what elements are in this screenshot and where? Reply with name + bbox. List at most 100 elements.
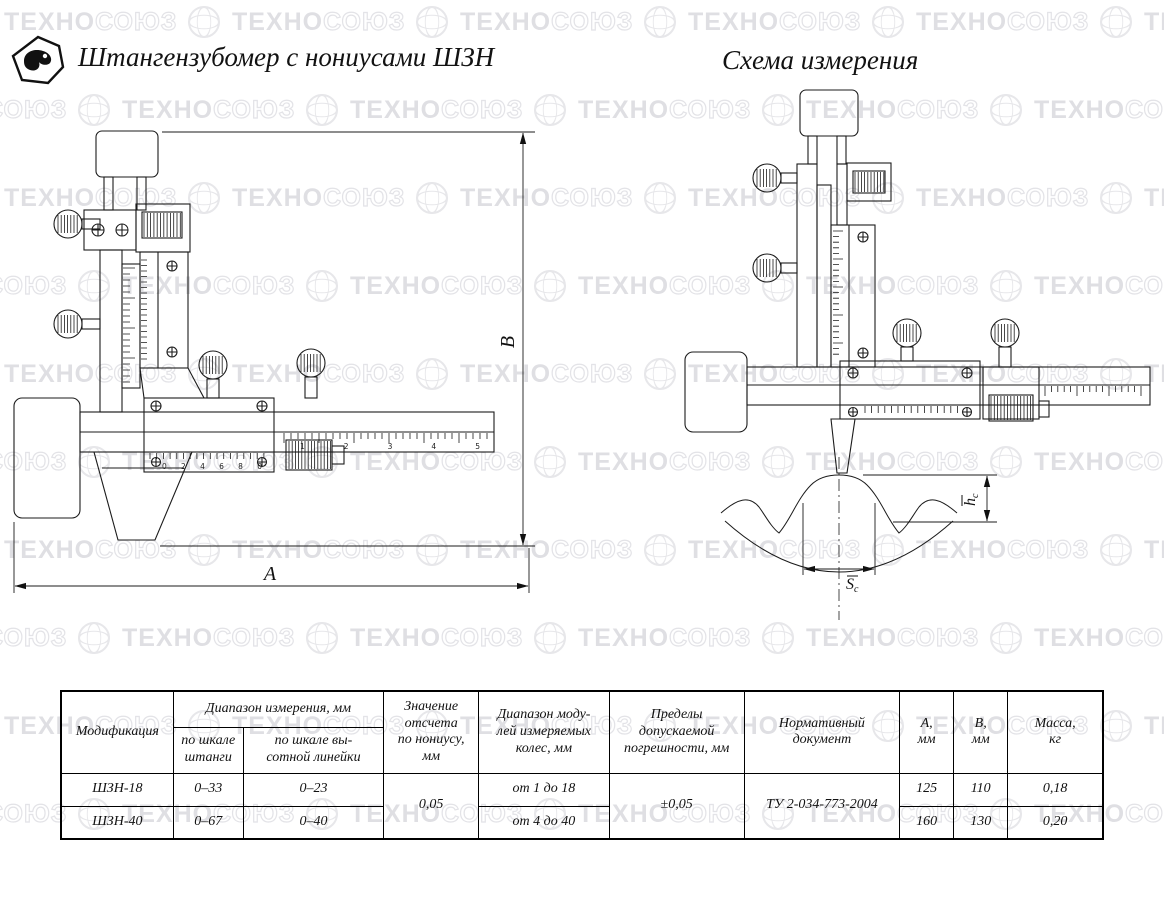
cell-range-height: 0–23 [242,772,385,807]
header-error-limits: Пределы допускаемой погрешности, мм [608,690,745,774]
clamp-knob-icon [752,253,798,283]
globe-icon [306,622,338,654]
globe-icon [644,358,676,390]
globe-icon [188,6,220,38]
globe-icon [872,6,904,38]
watermark-text: ТЕХНОСОЮЗ [232,183,406,212]
cell-dim-b: 110 [953,772,1009,807]
screw-icon [150,400,162,412]
beam-vernier-ticks [864,406,958,413]
screw-icon [857,347,869,359]
brand-logo-icon [11,35,65,85]
globe-icon [990,94,1022,126]
handle-block [684,351,748,433]
page-title-left: Штангензубомер с нониусами ШЗН [78,42,495,72]
cell-dim-a: 125 [899,772,955,807]
globe-icon [644,534,676,566]
watermark-unit: ТЕХНОСОЮЗ [762,270,990,302]
watermark-text: ТЕХНОСОЮЗ [1034,623,1164,652]
watermark-text: ТЕХНОСОЮЗ [688,535,862,564]
watermark-text: ТЕХНОСОЮЗ [232,535,406,564]
globe-icon [534,270,566,302]
watermark-unit: ТЕХНОСОЮЗ [644,182,872,214]
clamp-knob-icon [53,209,101,239]
watermark-unit: ТЕХНОСОЮЗ [78,94,306,126]
globe-icon [416,6,448,38]
watermark-unit: ТЕХНОСОЮЗ [1100,534,1164,566]
watermark-text: ТЕХНОСОЮЗ [0,447,68,476]
watermark-unit: ТЕХНОСОЮЗ [0,798,78,830]
cell-mass: 0,20 [1007,805,1104,840]
cell-error: ±0,05 [608,772,745,840]
watermark-unit: ТЕХНОСОЮЗ [416,182,644,214]
globe-icon [1100,6,1132,38]
watermark-unit: ТЕХНОСОЮЗ [78,622,306,654]
beam-scale-numbers: 1 2 3 4 5 [300,442,480,451]
globe-icon [872,182,904,214]
watermark-text: ТЕХНОСОЮЗ [460,359,634,388]
watermark-text: ТЕХНОСОЮЗ [232,7,406,36]
watermark-unit: ТЕХНОСОЮЗ [990,622,1164,654]
cell-modification: ШЗН-40 [60,805,174,840]
globe-icon [762,446,794,478]
measuring-jaw [93,451,193,541]
watermark-unit: ТЕХНОСОЮЗ [644,358,872,390]
header-range-height: по шкале вы- сотной линейки [242,726,385,774]
clamp-knob-icon [892,318,922,362]
watermark-unit: ТЕХНОСОЮЗ [306,270,534,302]
watermark-text: ТЕХНОСОЮЗ [122,271,296,300]
globe-icon [534,446,566,478]
watermark-text: ТЕХНОСОЮЗ [578,95,752,124]
watermark-unit: ТЕХНОСОЮЗ [644,534,872,566]
screw-icon [115,223,129,237]
watermark-unit: ТЕХНОСОЮЗ [416,534,644,566]
watermark-unit: ТЕХНОСОЮЗ [1100,182,1164,214]
clamp-knob-icon [53,309,101,339]
measuring-tongue [830,418,856,474]
measurement-scheme-drawing: Sc hc [684,89,1151,620]
watermark-unit: ТЕХНОСОЮЗ [872,6,1100,38]
globe-icon [306,270,338,302]
knurl-roller-hatch [143,213,181,237]
watermark-unit: ТЕХНОСОЮЗ [188,182,416,214]
globe-icon [306,94,338,126]
knurled-adjust-carriage [982,366,1050,422]
watermark-text: ТЕХНОСОЮЗ [350,271,524,300]
watermark-text: ТЕХНОСОЮЗ [1144,8,1164,36]
screw-icon [961,367,973,379]
globe-icon [78,446,110,478]
screw-icon [166,260,178,272]
watermark-text: ТЕХНОСОЮЗ [1034,271,1164,300]
header-mass: Масса, кг [1007,690,1104,774]
caliper-front-view-drawing: 1 2 3 4 5 0 2 4 6 8 0 A B [13,130,535,593]
watermark-row: ТЕХНОСОЮЗТЕХНОСОЮЗТЕХНОСОЮЗТЕХНОСОЮЗТЕХН… [0,94,1164,126]
screw-icon [91,223,105,237]
globe-icon [78,94,110,126]
watermark-text: ТЕХНОСОЮЗ [460,7,634,36]
screw-icon [961,406,973,418]
watermark-unit: ТЕХНОСОЮЗ [0,358,188,390]
watermark-text: ТЕХНОСОЮЗ [122,623,296,652]
watermark-unit: ТЕХНОСОЮЗ [0,622,78,654]
knurl-roller-hatch [854,172,885,192]
watermark-text: ТЕХНОСОЮЗ [806,271,980,300]
beam-scale-ticks [1044,386,1142,396]
watermark-text: ТЕХНОСОЮЗ [4,359,178,388]
globe-icon [78,622,110,654]
handle-block [13,397,81,519]
dimension-addendum-h [863,474,997,523]
globe-icon [534,94,566,126]
screw-icon [256,400,268,412]
watermark-row: ТЕХНОСОЮЗТЕХНОСОЮЗТЕХНОСОЮЗТЕХНОСОЮЗТЕХН… [0,446,1164,478]
watermark-text: ТЕХНОСОЮЗ [916,183,1090,212]
watermark-text: ТЕХНОСОЮЗ [916,7,1090,36]
watermark-text: ТЕХНОСОЮЗ [1034,447,1164,476]
table-row: ШЗН-40 0–67 0–40 от 4 до 40 160 130 0,20 [60,805,1104,840]
header-vernier: Значение отсчета по нониусу, мм [383,690,480,774]
watermark-unit: ТЕХНОСОЮЗ [990,446,1164,478]
watermark-unit: ТЕХНОСОЮЗ [188,6,416,38]
watermark-text: ТЕХНОСОЮЗ [0,271,68,300]
watermark-unit: ТЕХНОСОЮЗ [1100,6,1164,38]
header-modification: Модификация [60,690,174,774]
